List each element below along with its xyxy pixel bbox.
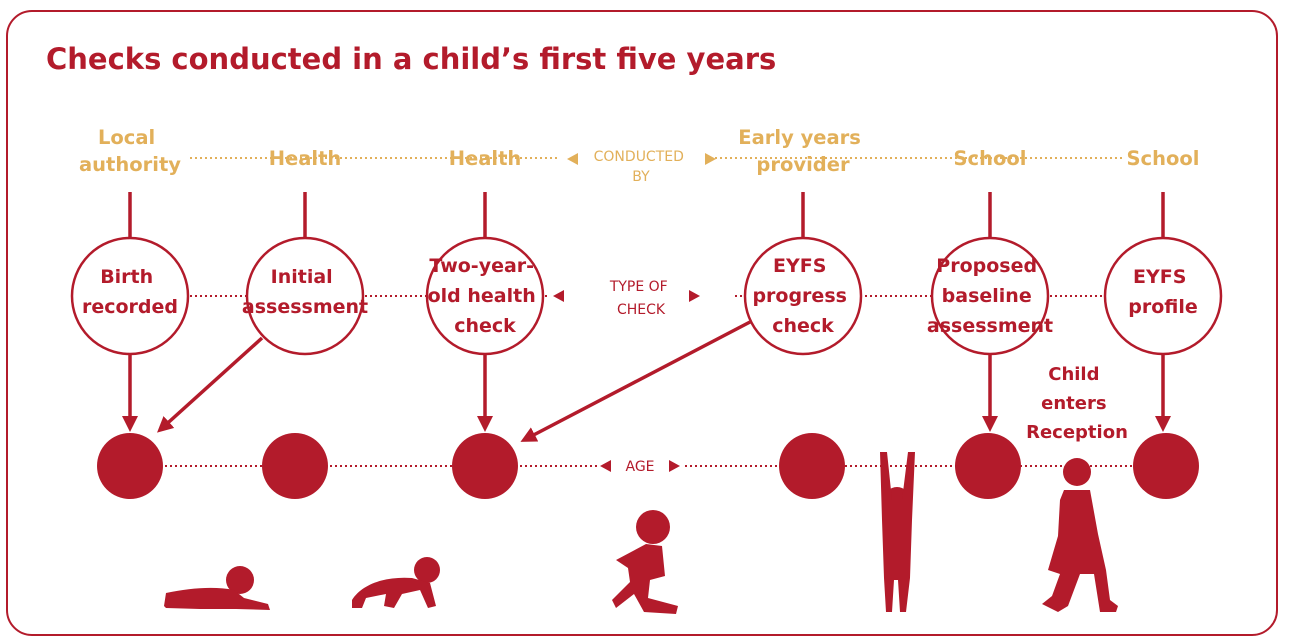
- age-axis-title: AGE: [625, 459, 654, 475]
- check-label-initial: Initial assessment: [242, 266, 368, 318]
- child-enters-reception-note: Child enters Reception: [1026, 364, 1128, 443]
- arms-up-child-icon: [880, 452, 915, 612]
- provider-right-arrow: [705, 153, 716, 165]
- provider-label-5: School: [954, 147, 1027, 170]
- age-arrows: [122, 320, 1171, 442]
- provider-label-6: School: [1127, 147, 1200, 170]
- age-dot-6: [1133, 433, 1199, 499]
- check-circle-initial: [245, 236, 365, 356]
- provider-axis-title-line-1: CONDUCTED: [594, 149, 684, 165]
- provider-axis-title: CONDUCTED BY: [594, 149, 689, 185]
- running-toddler-icon: [612, 510, 678, 614]
- age-left-arrow: [600, 460, 611, 472]
- axis-arrowheads: [553, 153, 716, 472]
- check-axis-title: TYPE OF CHECK: [609, 279, 672, 318]
- check-axis-title-line-2: CHECK: [617, 302, 666, 318]
- diagram-title: Checks conducted in a child’s first five…: [46, 42, 777, 76]
- provider-axis-title-line-2: BY: [632, 169, 650, 185]
- check-label-birth: Birth recorded: [82, 266, 178, 318]
- provider-label-1: Local authority: [79, 126, 181, 176]
- check-circle-eyfs-progress: [743, 236, 863, 356]
- provider-label-4-line-2: provider: [756, 153, 850, 176]
- age-right-arrow: [669, 460, 680, 472]
- age-dot-3: [452, 433, 518, 499]
- provider-label-4-line-1: Early years: [738, 126, 861, 149]
- age-dot-2: [262, 433, 328, 499]
- axis-titles: CONDUCTED BY TYPE OF CHECK AGE: [594, 149, 689, 475]
- walking-schoolgirl-icon: [1042, 458, 1118, 612]
- check-labels: Birth recorded Initial assessment Two-ye…: [82, 255, 1198, 337]
- arrow-eyfs-progress: [520, 320, 751, 442]
- provider-labels: Local authority Health Health Early year…: [79, 126, 1199, 176]
- provider-label-3: Health: [449, 147, 522, 170]
- check-right-arrow: [689, 290, 700, 302]
- check-label-eyfs-profile: EYFS profile: [1128, 266, 1198, 318]
- check-axis-title-line-1: TYPE OF: [609, 279, 668, 295]
- age-dot-5: [955, 433, 1021, 499]
- age-dot-1: [97, 433, 163, 499]
- age-dots: [97, 433, 1199, 499]
- axis-label-backgrounds: [550, 138, 735, 477]
- provider-label-4: Early years provider: [738, 126, 867, 176]
- check-circles: [70, 236, 1223, 356]
- provider-label-1-line-2: authority: [79, 153, 181, 176]
- check-label-two-year: Two-year- old health check: [428, 255, 543, 337]
- lying-baby-icon: [164, 566, 270, 610]
- provider-stems: [128, 192, 1165, 244]
- provider-label-1-line-1: Local: [98, 126, 155, 149]
- crawling-baby-icon: [352, 557, 440, 608]
- check-label-baseline: Proposed baseline assessment: [927, 255, 1053, 337]
- age-dot-4: [779, 433, 845, 499]
- diagram-frame: [6, 10, 1278, 636]
- arrow-initial: [157, 336, 264, 433]
- check-left-arrow: [553, 290, 564, 302]
- provider-label-2: Health: [269, 147, 342, 170]
- check-label-eyfs-progress: EYFS progress check: [752, 255, 853, 337]
- provider-left-arrow: [567, 153, 578, 165]
